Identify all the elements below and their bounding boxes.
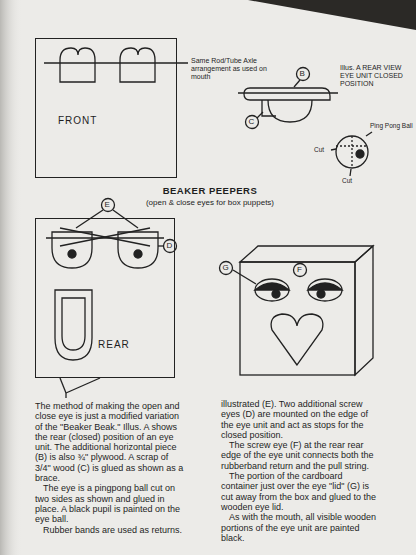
callout-circle [297,68,310,81]
axle-line [44,62,188,63]
box-front [240,262,355,375]
pull-string [66,378,100,393]
pupil [317,290,325,298]
cut-line [351,136,352,168]
callout-letter: E [105,200,110,209]
rear-panel: REAR [35,218,175,378]
panel-label: FRONT [58,115,97,126]
body-text: The method of making the open and close … [35,401,185,483]
mouth-unit [55,290,92,360]
pupil [272,290,280,298]
callout-circle [102,199,115,212]
callout-letter: F [297,265,302,274]
body-text: The portion of the cardboard container j… [221,471,377,512]
brace [262,100,276,116]
panel-label: REAR [98,339,130,350]
callout-letter: G [223,263,229,272]
pull-string [65,393,66,398]
body-text: The eye is a pingpong ball cut on two si… [35,483,185,524]
eye-lid [308,283,342,290]
leader-line [113,210,138,228]
eye-plate [244,88,330,100]
leader-line [233,270,256,284]
leader-line [76,210,103,228]
callout-letter: D [167,241,173,250]
rear-figure [46,199,177,399]
pull-string [60,378,66,393]
rubber-band [60,228,150,246]
note-text: Same Rod/Tube Axle arrangement as used o… [191,57,283,81]
leader-line [366,132,372,136]
callout-letter: B [300,69,305,78]
callout-circle [220,262,233,275]
body-text: The screw eye (F) at the rear rear edge … [221,440,377,471]
front-panel: FRONT [35,38,177,178]
body-text: illustrated (E). Two additional screw ey… [221,399,377,440]
figure-subtitle: (open & close eyes for box puppets) [110,198,310,207]
cut-note: Cut [342,177,352,184]
mouth-inner [62,298,85,350]
table-background [248,0,416,30]
leader-line [158,245,163,246]
page-shadow [0,0,22,555]
eye [308,279,342,301]
leader-line [331,149,336,150]
rubber-band [60,228,150,246]
body-text: As with the mouth, all visible wooden po… [221,512,377,543]
pupil [356,150,364,158]
callout-circle [294,264,307,277]
figure-title: BEAKER PEEPERS [110,186,310,197]
leader-line [294,80,300,87]
heart-mouth [271,314,323,365]
callout-letter: C [249,117,255,126]
callout-circle [246,116,259,129]
part-name: Ping Pong Ball [370,122,414,129]
ping-pong-ball [336,136,368,168]
illustration-caption: Illus. A REAR VIEW EYE UNIT CLOSED POSIT… [340,64,412,88]
eye-outline [60,48,95,82]
box-top [240,246,373,262]
cut-note: Cut [314,146,324,153]
body-text: Rubber bands are used as returns. [35,525,185,535]
eye-outline [120,48,155,82]
pupil [68,250,76,258]
eye [255,279,289,301]
front-figure [44,48,188,82]
leader-line [257,112,263,118]
box-side [355,246,373,375]
box-puppet-figure [220,246,374,375]
pupil [134,250,142,258]
axle-rod [238,92,338,93]
eye-lid [255,283,289,290]
leader-line [350,169,351,176]
ping-pong-ball-half [268,100,312,122]
